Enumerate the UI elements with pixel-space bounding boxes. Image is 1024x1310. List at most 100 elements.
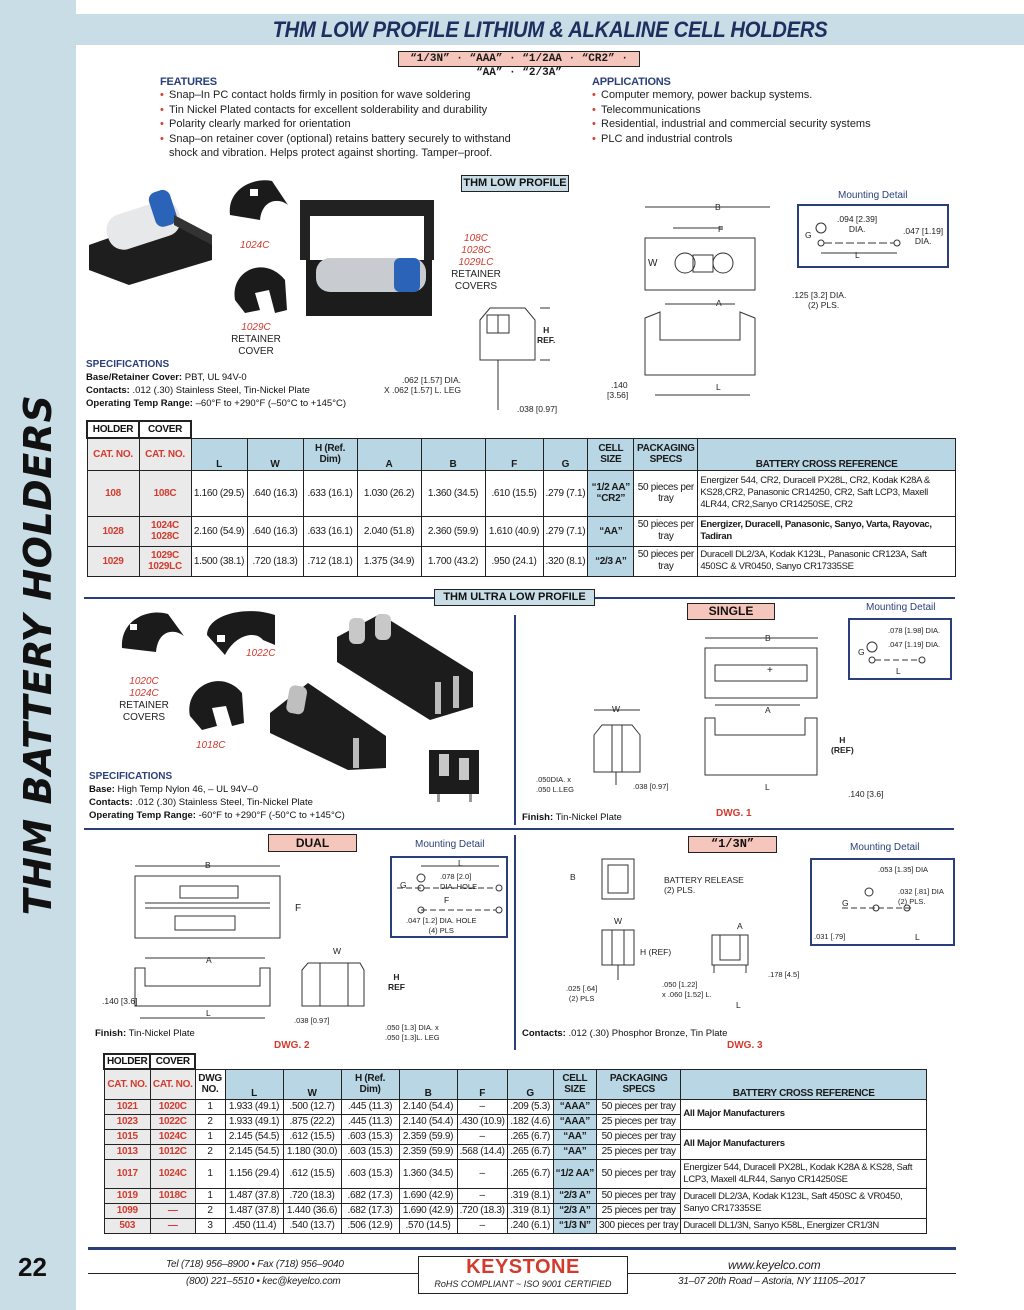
h-ref-dim: H (REF): [831, 735, 854, 755]
dim-w: W: [648, 258, 658, 269]
page-number: 22: [18, 1252, 47, 1282]
mounting-detail-box: .053 [1.35] DIA .032 [.81] DIA (2) PLS. …: [810, 858, 955, 946]
battery-release-callout: BATTERY RELEASE (2) PLS.: [664, 875, 744, 895]
phone-email: (800) 221–5510 • kec@keyelco.com: [186, 1276, 341, 1287]
group-header-cover: COVER: [138, 420, 192, 439]
holder-108-image: [89, 189, 212, 285]
h-ref-dim: H REF: [388, 972, 405, 992]
cover-1024c-label: 1024C: [240, 240, 270, 251]
cover-1029c-caption: 1029C RETAINER COVER: [231, 322, 281, 357]
dim-l: L: [736, 1000, 741, 1010]
divider: [84, 597, 434, 599]
pin-dim: .025 [.64] (2) PLS: [566, 984, 598, 1003]
cover-1029c-image: [234, 267, 287, 313]
dim-a: A: [737, 921, 743, 931]
single-drawing: [704, 637, 818, 776]
table-row: 503—3 .450 (11.4).540 (13.7).506 (12.9) …: [103, 1217, 927, 1234]
mounting-detail-box: .078 [1.98] DIA. .047 [1.19] DIA. G L: [848, 618, 952, 680]
low-profile-spec-table: HOLDER COVER CAT. NO. CAT. NO. L W H (Re…: [86, 420, 956, 577]
standoff-dim: .140 [3.6]: [848, 789, 884, 799]
pin-dim: .038 [0.97]: [294, 1016, 330, 1025]
sidebar: THM BATTERY HOLDERS 22: [0, 0, 76, 1310]
certifications: RoHS COMPLIANT ~ ISO 9001 CERTIFIED: [434, 1279, 612, 1289]
mounting-detail-title: Mounting Detail: [850, 842, 920, 853]
dim-l: L: [206, 1008, 211, 1018]
dim-w: W: [614, 916, 623, 926]
applications-heading: APPLICATIONS: [592, 76, 671, 88]
col-b: B: [420, 437, 486, 471]
third-n-drawing: [601, 858, 749, 980]
dim-b: B: [205, 860, 211, 870]
dual-finish: Finish: Tin-Nickel Plate: [95, 1028, 195, 1039]
table-row: 1099—2 1.487 (37.8)1.440 (36.6).682 (17.…: [103, 1202, 927, 1219]
dim-b: B: [715, 202, 721, 212]
cover-1018c-label: 1018C: [196, 740, 226, 751]
feature-item: Snap–In PC contact holds firmly in posit…: [160, 88, 560, 103]
col-h: H (Ref. Dim): [302, 437, 358, 471]
group-header-cover: COVER: [149, 1053, 197, 1070]
dim-b: B: [570, 872, 576, 882]
dim-w: W: [612, 704, 621, 714]
dim-a: A: [206, 955, 212, 965]
standoff-dim: .140 [3.6]: [102, 996, 138, 1006]
application-item: PLC and industrial controls: [592, 132, 992, 147]
mounting-detail-box: .094 [2.39] DIA. .047 [1.19] DIA. G L: [797, 204, 949, 268]
low-profile-specs: SPECIFICATIONS Base/Retainer Cover: PBT,…: [86, 359, 347, 409]
dual-drawing: [134, 865, 365, 1019]
features-section: FEATURES Snap–In PC contact holds firmly…: [160, 76, 560, 161]
single-finish: Finish: Tin-Nickel Plate: [522, 812, 622, 823]
hole-dim: .125 [3.2] DIA. (2) PLS.: [792, 290, 847, 310]
dim-l: L: [765, 782, 770, 792]
feature-item: Snap–on retainer cover (optional) retain…: [160, 132, 520, 161]
dim-a: A: [716, 298, 722, 308]
pin-dim: .038 [0.97]: [633, 782, 669, 791]
leg-dim: .050DIA. x .050 L.LEG: [536, 775, 574, 794]
col-l: L: [190, 437, 248, 471]
dwg-2-label: DWG. 2: [274, 1040, 310, 1051]
col-cross-ref: BATTERY CROSS REFERENCE: [697, 437, 956, 471]
plus-sign: +: [767, 665, 773, 676]
divider: [84, 828, 954, 830]
col-g: G: [542, 437, 589, 471]
h-ref-dim: H REF.: [537, 325, 556, 345]
col-f: F: [484, 437, 544, 471]
footer-rule: [88, 1273, 418, 1274]
col-a: A: [356, 437, 422, 471]
footer-rule: [628, 1273, 956, 1274]
dim-f: F: [718, 224, 724, 234]
website-link[interactable]: www.keyelco.com: [728, 1258, 821, 1272]
col-holder-cat: CAT. NO.: [86, 437, 140, 471]
col-cell-size: CELL SIZE: [587, 437, 635, 471]
leg-dim: .050 [1.22] x .060 [1.52] L.: [662, 980, 712, 999]
ultra-low-specs: SPECIFICATIONS Base: High Temp Nylon 46,…: [89, 771, 345, 821]
mounting-detail-title: Mounting Detail: [415, 839, 485, 850]
leg-dim: .050 [1.3] DIA. x .050 [1.3]L. LEG: [385, 1023, 440, 1042]
thm-ultra-low-profile-label: THM ULTRA LOW PROFILE: [434, 589, 595, 606]
group-header-holder: HOLDER: [102, 1053, 152, 1070]
page-title: THM LOW PROFILE LITHIUM & ALKALINE CELL …: [272, 17, 828, 42]
mounting-holes-drawing: [815, 222, 901, 254]
table-row: 1028 1024C 1028C 2.160 (54.9) .640 (16.3…: [86, 515, 956, 547]
sidebar-title: THM BATTERY HOLDERS: [16, 394, 60, 916]
dwg-3-label: DWG. 3: [727, 1040, 763, 1051]
holder-with-cover-image: [300, 200, 434, 316]
group-header-holder: HOLDER: [86, 420, 140, 439]
tel-fax: Tel (718) 956–8900 • Fax (718) 956–9040: [166, 1259, 344, 1270]
ultra-low-spec-table: HOLDER COVER CAT. NO. CAT. NO. DWG NO. L…: [102, 1053, 927, 1234]
col-w: W: [246, 437, 304, 471]
col-cover-cat: CAT. NO.: [138, 437, 192, 471]
col-h: H (Ref. Dim): [340, 1068, 400, 1100]
divider: [514, 615, 516, 825]
single-side-drawing: [593, 709, 641, 785]
cover-1018c-image: [189, 681, 244, 730]
application-item: Computer memory, power backup systems.: [592, 88, 992, 103]
keystone-logo-box: KEYSTONE RoHS COMPLIANT ~ ISO 9001 CERTI…: [418, 1256, 628, 1294]
col-cover-cat: CAT. NO.: [149, 1068, 196, 1100]
mounting-detail-box: L .078 [2.0] DIA. HOLE G F .047 [1.2] DI…: [390, 856, 508, 938]
dim-a: A: [765, 705, 771, 715]
dim-b: B: [765, 633, 771, 643]
features-heading: FEATURES: [160, 76, 217, 88]
